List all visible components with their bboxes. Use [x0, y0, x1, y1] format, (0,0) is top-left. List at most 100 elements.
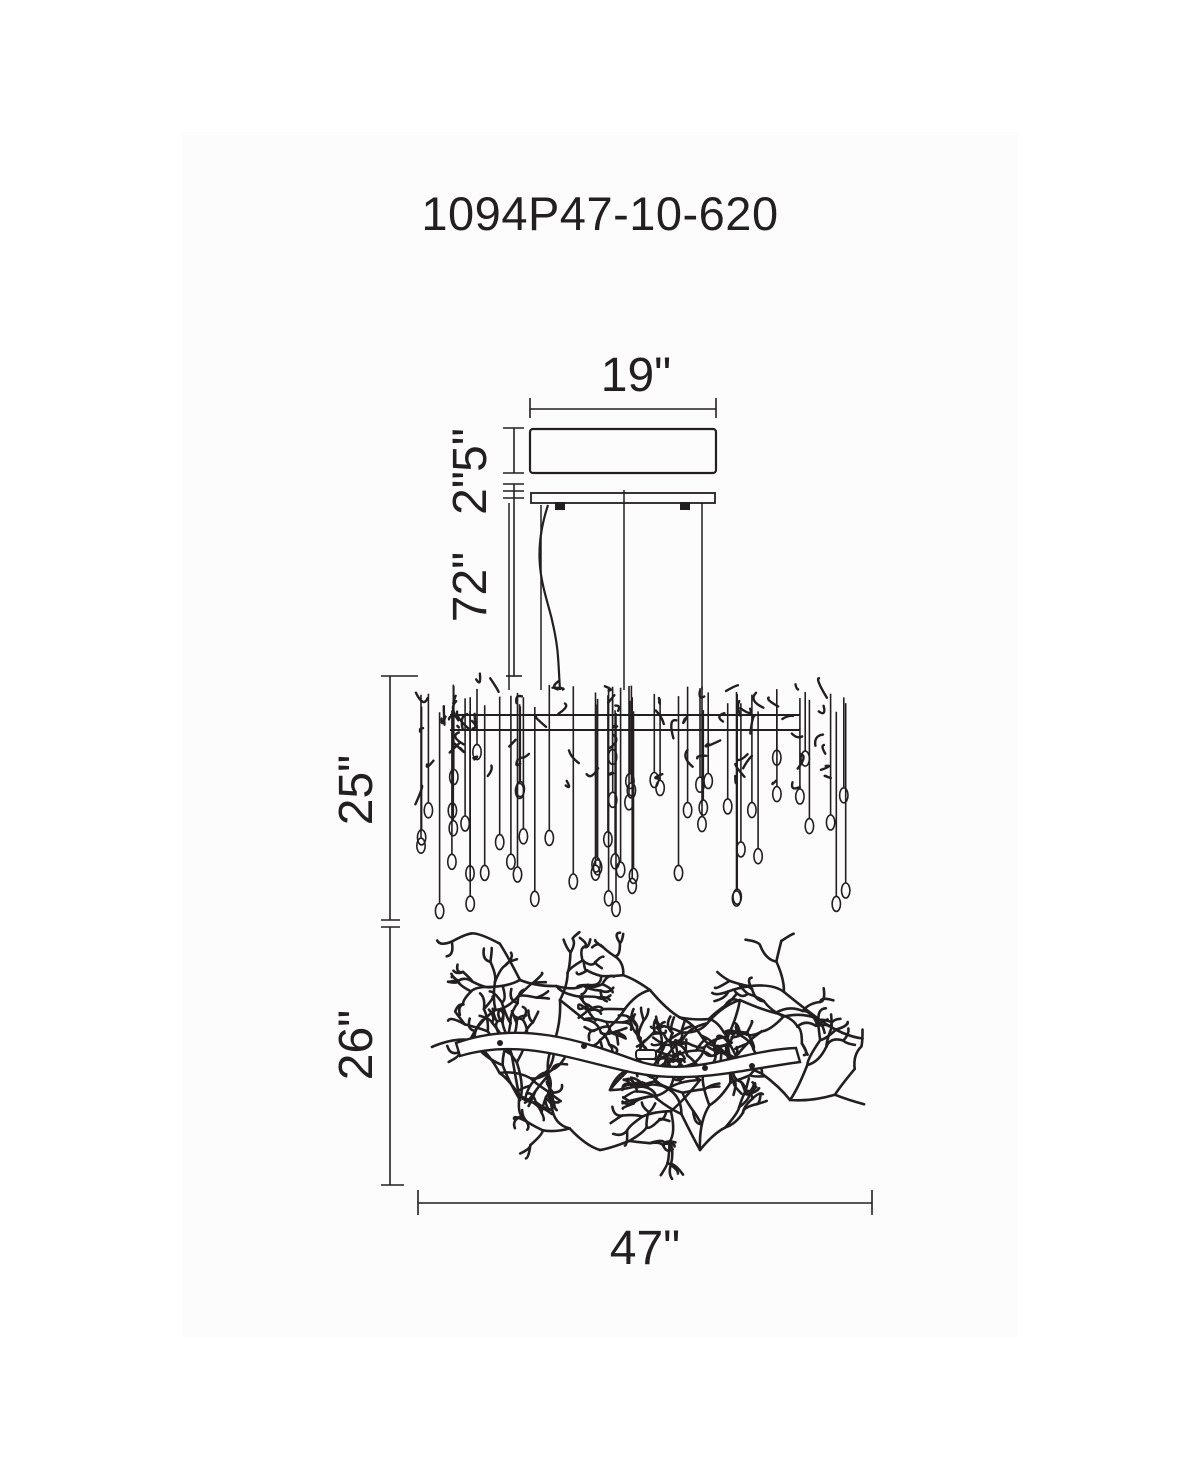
branch	[558, 971, 569, 1002]
crystal-drop	[494, 833, 505, 851]
branch	[681, 1021, 709, 1041]
branch	[629, 1076, 643, 1088]
branch	[520, 1108, 529, 1123]
branch	[663, 1142, 676, 1148]
branch	[656, 1052, 670, 1065]
branch	[685, 1041, 706, 1050]
twig	[766, 696, 780, 708]
branch	[652, 1018, 657, 1033]
fixture-height-label: 25"	[330, 754, 383, 826]
branch	[445, 940, 454, 958]
twig	[741, 754, 754, 770]
branch	[594, 955, 605, 964]
twig	[489, 677, 500, 693]
branch	[587, 1008, 603, 1015]
branch	[555, 984, 585, 990]
crystal-drop	[746, 801, 757, 819]
crystal-drop	[592, 858, 603, 876]
crystal-drop	[544, 829, 555, 847]
branch	[657, 1117, 671, 1123]
branch	[611, 1129, 629, 1137]
crystal-drop	[448, 819, 459, 837]
branch	[730, 1030, 746, 1036]
crystal-drop	[628, 867, 639, 885]
branch	[860, 1028, 864, 1048]
branch	[669, 1016, 676, 1035]
branch	[678, 1016, 703, 1037]
branch	[663, 1024, 683, 1034]
branch	[509, 987, 519, 1005]
crystal-drop	[615, 861, 626, 879]
branch	[708, 1081, 732, 1107]
branch	[751, 1092, 765, 1100]
branch	[458, 982, 473, 993]
branch	[760, 1015, 785, 1033]
branch	[833, 1067, 856, 1096]
crystal-drop	[603, 889, 614, 907]
branch	[645, 1118, 661, 1130]
twig	[695, 754, 708, 760]
branch	[755, 1099, 768, 1106]
branch	[698, 1104, 711, 1152]
twig	[736, 699, 742, 718]
branch	[571, 930, 581, 941]
branch	[608, 1080, 656, 1092]
twig	[698, 689, 706, 699]
branch	[774, 1007, 804, 1015]
branch	[544, 1071, 552, 1095]
branch	[593, 938, 605, 949]
branch	[531, 1010, 540, 1024]
crystal-drop	[804, 817, 815, 835]
top-view	[430, 930, 866, 1181]
branch	[742, 1030, 763, 1037]
branch	[711, 990, 730, 996]
twig	[515, 694, 524, 705]
crystal-drop	[423, 801, 434, 819]
branch	[744, 1082, 757, 1093]
crystal-drop	[703, 772, 714, 790]
branch	[450, 932, 473, 943]
branch	[562, 938, 572, 954]
branch	[599, 986, 615, 994]
branch	[586, 969, 603, 978]
branch	[525, 1092, 538, 1104]
crystal-drop	[794, 788, 805, 805]
fixture-width-label: 47"	[609, 1222, 681, 1275]
branch	[577, 1009, 589, 1019]
crystal-drop	[626, 782, 637, 799]
crystal-drop	[434, 902, 445, 920]
crystal-drop	[591, 856, 602, 873]
crystal-drop	[771, 785, 782, 803]
branch	[583, 1025, 596, 1033]
branch	[659, 1161, 669, 1177]
branch	[704, 1050, 721, 1058]
branch	[623, 988, 652, 1011]
crystal-drop	[415, 837, 426, 855]
branch	[627, 1126, 648, 1143]
twig	[447, 715, 459, 721]
branch	[645, 1110, 650, 1129]
branch	[614, 1032, 620, 1046]
branch	[654, 1015, 666, 1028]
branch	[698, 1126, 727, 1152]
crystal-drop	[694, 776, 705, 794]
branch	[566, 959, 584, 974]
crystal-drop	[416, 829, 427, 846]
twig	[670, 718, 678, 740]
branch	[450, 972, 460, 983]
crystal-drop	[518, 827, 529, 845]
branch	[667, 1088, 683, 1116]
branch	[527, 1009, 535, 1024]
branch	[842, 1039, 857, 1047]
crystal-drop	[649, 771, 660, 789]
branch	[626, 1079, 643, 1089]
branch	[750, 987, 766, 1003]
twig	[614, 704, 621, 712]
branch	[716, 1034, 731, 1045]
branch	[582, 959, 589, 973]
branch	[668, 1109, 675, 1144]
branch	[516, 988, 525, 1005]
branch	[581, 984, 602, 992]
branch	[833, 1093, 866, 1106]
branch	[470, 932, 502, 945]
